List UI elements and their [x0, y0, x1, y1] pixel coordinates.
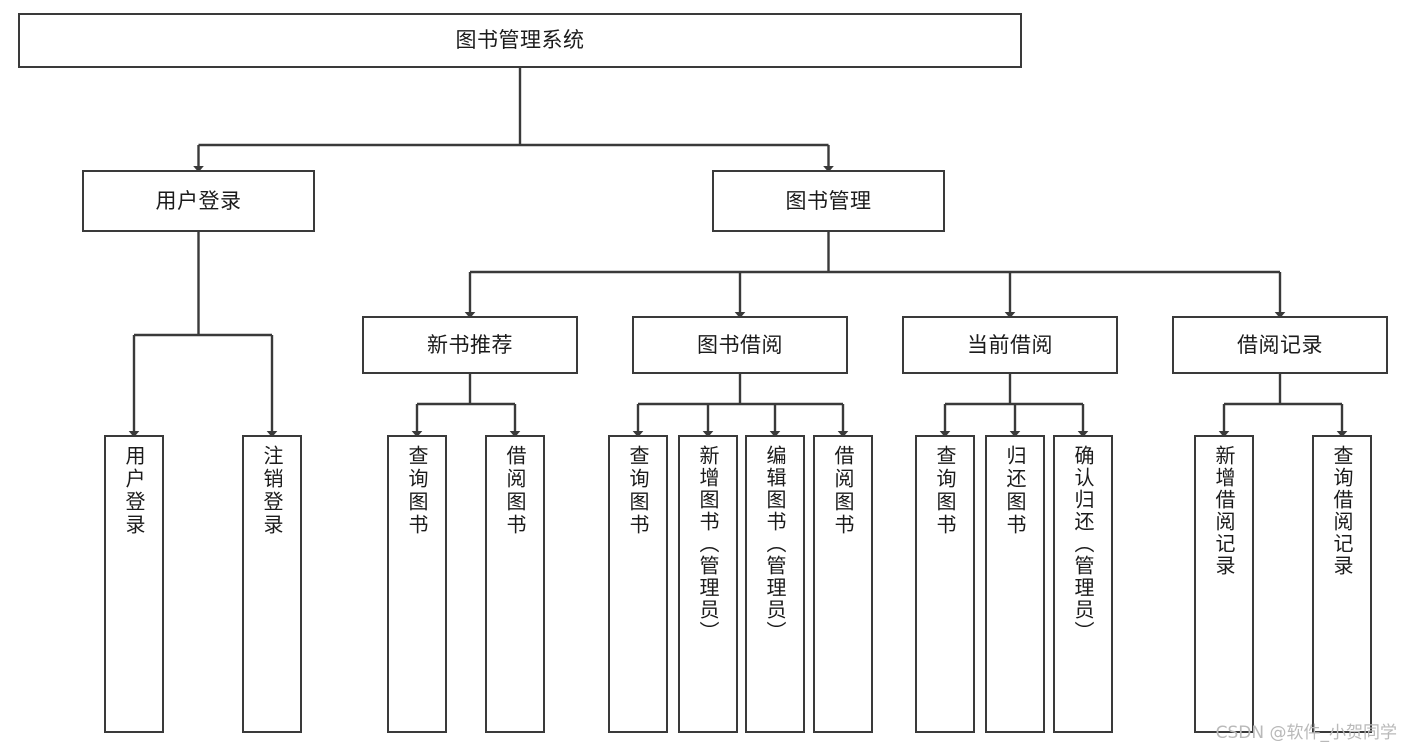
node-label: 查询图书 — [405, 445, 429, 537]
node-label: 查询借阅记录 — [1330, 445, 1354, 577]
node-l-rc-query[interactable]: 查询借阅记录 — [1312, 435, 1372, 733]
node-label: 当前借阅 — [967, 332, 1053, 357]
node-label: 用户登录 — [155, 188, 242, 213]
node-l-logout[interactable]: 注销登录 — [242, 435, 302, 733]
node-label: 归还图书 — [1003, 445, 1027, 537]
node-label: 图书管理 — [785, 188, 872, 213]
node-l-cu-return[interactable]: 归还图书 — [985, 435, 1045, 733]
node-l-nb-borrow[interactable]: 借阅图书 — [485, 435, 545, 733]
node-login[interactable]: 用户登录 — [82, 170, 315, 232]
node-label: 注销登录 — [260, 445, 284, 537]
node-l-br-borrow[interactable]: 借阅图书 — [813, 435, 873, 733]
node-label: 编辑图书（管理员） — [763, 445, 787, 643]
node-l-cu-confirm[interactable]: 确认归还（管理员） — [1053, 435, 1113, 733]
node-borrow[interactable]: 图书借阅 — [632, 316, 848, 374]
watermark: CSDN @软件_小贺同学 — [1215, 723, 1397, 743]
node-label: 借阅图书 — [831, 445, 855, 537]
node-label: 查询图书 — [933, 445, 957, 537]
node-label: 确认归还（管理员） — [1071, 445, 1095, 643]
node-current[interactable]: 当前借阅 — [902, 316, 1118, 374]
node-label: 图书管理系统 — [455, 28, 585, 53]
node-label: 新增图书（管理员） — [696, 445, 720, 643]
node-l-br-add[interactable]: 新增图书（管理员） — [678, 435, 738, 733]
node-label: 新书推荐 — [427, 332, 513, 357]
node-label: 借阅图书 — [503, 445, 527, 537]
node-newbook[interactable]: 新书推荐 — [362, 316, 578, 374]
node-bookmgmt[interactable]: 图书管理 — [712, 170, 945, 232]
node-root[interactable]: 图书管理系统 — [18, 13, 1022, 68]
node-label: 新增借阅记录 — [1212, 445, 1236, 577]
node-records[interactable]: 借阅记录 — [1172, 316, 1388, 374]
node-label: 借阅记录 — [1237, 332, 1323, 357]
node-l-br-edit[interactable]: 编辑图书（管理员） — [745, 435, 805, 733]
node-l-cu-query[interactable]: 查询图书 — [915, 435, 975, 733]
node-l-br-query[interactable]: 查询图书 — [608, 435, 668, 733]
node-label: 图书借阅 — [697, 332, 783, 357]
node-label: 用户登录 — [122, 445, 146, 537]
node-label: 查询图书 — [626, 445, 650, 537]
node-l-nb-query[interactable]: 查询图书 — [387, 435, 447, 733]
node-l-rc-add[interactable]: 新增借阅记录 — [1194, 435, 1254, 733]
node-l-login[interactable]: 用户登录 — [104, 435, 164, 733]
